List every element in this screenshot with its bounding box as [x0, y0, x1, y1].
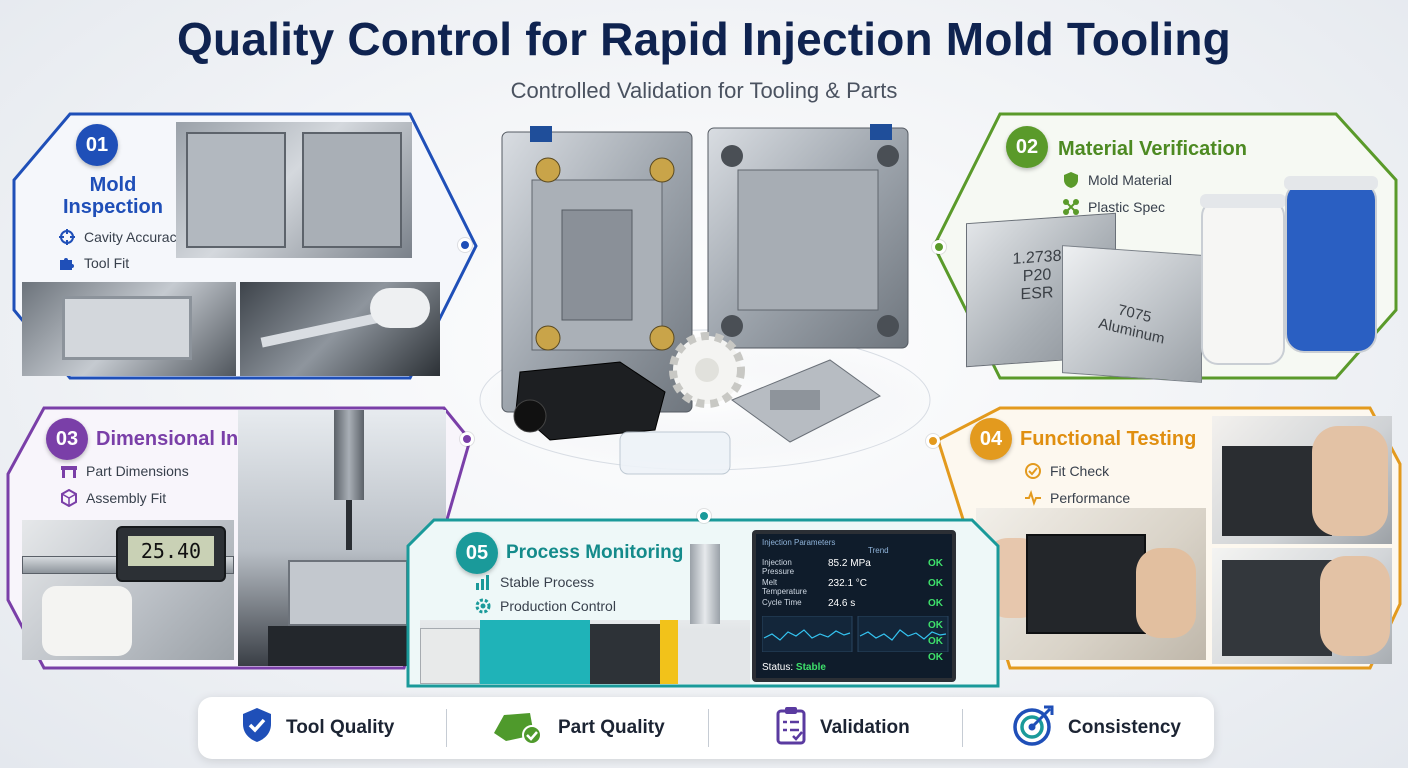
panel-04-item-label: Performance — [1050, 490, 1131, 506]
panel-01-item-label: Tool Fit — [84, 255, 130, 271]
panel-02-item-label: Mold Material — [1088, 172, 1173, 188]
footer-item-part-quality: Part Quality — [490, 697, 665, 759]
footer-divider — [708, 709, 709, 747]
panel-03-item-label: Part Dimensions — [86, 463, 189, 479]
panel-04-title: Functional Testing — [1020, 428, 1197, 450]
panel-04-item-fit: Fit Check — [1024, 462, 1109, 480]
caliper-display: 25.40 — [128, 536, 214, 566]
cmm-probe-photo — [238, 410, 446, 666]
feeler-gauge-photo — [240, 282, 440, 376]
page-title: Quality Control for Rapid Injection Mold… — [177, 13, 1231, 65]
panel-02-badge: 02 — [1006, 126, 1048, 168]
check-circle-icon — [1024, 462, 1042, 480]
panel-05-item-label: Stable Process — [500, 574, 595, 590]
panel-04-item-label: Fit Check — [1050, 463, 1110, 479]
panel-02-title: Material Verification — [1058, 138, 1247, 160]
shield-check-icon — [240, 706, 274, 750]
footer-item-label: Validation — [820, 717, 910, 738]
clipboard-icon — [774, 705, 808, 751]
hands-assembly-photo — [976, 508, 1206, 660]
panel-03-item-dims: Part Dimensions — [60, 462, 189, 480]
panel-01-item-label: Cavity Accuracy — [84, 229, 184, 245]
crosshair-icon — [58, 228, 76, 246]
footer-item-label: Tool Quality — [286, 717, 395, 738]
monitor-status-label: Status: — [762, 662, 794, 673]
monitor-row-value: 232.1 °C — [828, 578, 868, 589]
panel-01-title: Mold Inspection — [62, 174, 163, 218]
target-icon — [1012, 703, 1056, 753]
monitor-row-status: OK — [928, 598, 943, 609]
panel-02-item-mold: Mold Material — [1062, 171, 1172, 189]
footer-item-consistency: Consistency — [1012, 697, 1181, 759]
panel-02-connector-dot — [932, 240, 946, 254]
caliper-photo: 25.40 — [22, 520, 234, 660]
monitor-status-line: Status: Stable — [762, 662, 826, 673]
panel-01-item-cavity: Cavity Accuracy — [58, 228, 184, 246]
footer-item-label: Part Quality — [558, 717, 665, 738]
footer-item-label: Consistency — [1068, 717, 1181, 738]
monitor-trend-chart — [762, 616, 949, 652]
panel-05-connector-dot — [697, 509, 711, 523]
monitor-row-value: 85.2 MPa — [828, 558, 871, 569]
pulse-icon — [1024, 489, 1042, 507]
caliper-icon — [60, 462, 78, 480]
panel-03-badge: 03 — [46, 418, 88, 460]
molecule-icon — [1062, 198, 1080, 216]
panel-01-item-toolfit: Tool Fit — [58, 254, 129, 272]
monitor-row-status: OK — [928, 558, 943, 569]
monitor-row-label: Cycle Time — [762, 598, 802, 607]
cube-icon — [60, 489, 78, 507]
monitor-lower-status: OK — [928, 652, 943, 663]
cavity-closeup-photo — [22, 282, 236, 376]
panel-02-item-label: Plastic Spec — [1088, 199, 1166, 215]
footer-item-tool-quality: Tool Quality — [240, 697, 394, 759]
monitor-lower-status: OK — [928, 636, 943, 647]
snap-fit-photo — [1212, 416, 1392, 544]
center-mold-illustration — [479, 124, 931, 475]
monitor-header: Injection Parameters — [762, 538, 836, 547]
panel-01-badge: 01 — [76, 124, 118, 166]
panel-03-item-assembly: Assembly Fit — [60, 489, 166, 507]
panel-05-item-label: Production Control — [500, 598, 616, 614]
monitor-row-label: Melt Temperature — [762, 578, 807, 596]
panel-03-item-label: Assembly Fit — [86, 490, 167, 506]
injection-machine-photo — [420, 620, 750, 684]
panel-04-connector-dot — [926, 434, 940, 448]
panel-05-item-control: Production Control — [474, 597, 616, 615]
gear-icon — [474, 597, 492, 615]
footer-divider — [446, 709, 447, 747]
shield-icon — [1062, 171, 1080, 189]
part-check-icon — [490, 705, 546, 751]
panel-01-connector-dot — [458, 238, 472, 252]
panel-03-connector-dot — [460, 432, 474, 446]
monitor-row-label: Injection Pressure — [762, 558, 795, 576]
panel-05-item-stable: Stable Process — [474, 573, 594, 591]
panel-04-item-performance: Performance — [1024, 489, 1130, 507]
pellet-jars — [1200, 176, 1378, 365]
footer-divider — [962, 709, 963, 747]
page-subtitle: Controlled Validation for Tooling & Part… — [510, 78, 898, 103]
monitor-lower-status: OK — [928, 620, 943, 631]
panel-05-title: Process Monitoring — [506, 542, 684, 563]
monitor-row-value: 24.6 s — [828, 598, 856, 609]
bar-chart-icon — [474, 573, 492, 591]
aluminum-block: 7075 Aluminum — [1062, 245, 1202, 383]
panel-04-badge: 04 — [970, 418, 1012, 460]
puzzle-icon — [58, 254, 76, 272]
mold-open-photo — [176, 122, 412, 258]
monitor-row-status: OK — [928, 578, 943, 589]
panel-05-badge: 05 — [456, 532, 498, 574]
monitor-trend-label: Trend — [868, 546, 889, 555]
monitor-status-value: Stable — [795, 662, 826, 673]
footer-item-validation: Validation — [774, 697, 910, 759]
hopper — [690, 544, 720, 624]
panel-02-item-plastic: Plastic Spec — [1062, 198, 1165, 216]
process-monitor-screen: Injection Parameters Injection Pressure … — [752, 530, 956, 682]
quality-summary-bar: Tool Quality Part Quality Validation Con… — [198, 697, 1214, 759]
latch-test-photo — [1212, 548, 1392, 664]
